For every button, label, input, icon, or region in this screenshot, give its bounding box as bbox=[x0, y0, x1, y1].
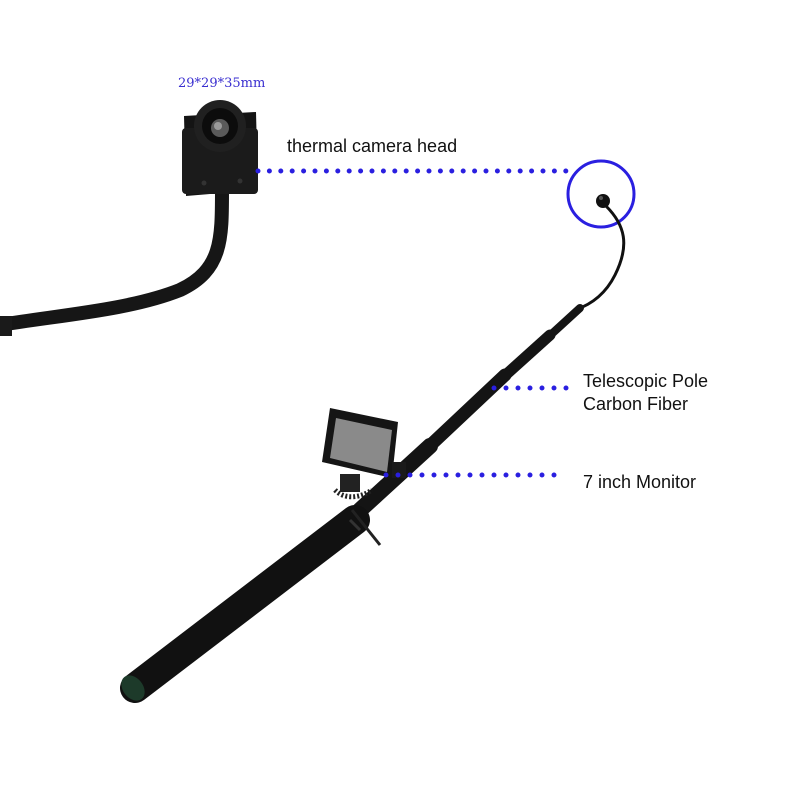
highlight-circle bbox=[566, 159, 636, 229]
callout-pole-line1: Telescopic Pole bbox=[583, 371, 709, 391]
camera-head-closeup bbox=[182, 100, 258, 196]
callout-camera-head: thermal camera head bbox=[287, 136, 458, 156]
small-camera-head bbox=[596, 194, 610, 208]
pole-cable bbox=[574, 204, 626, 312]
monitor-device bbox=[322, 408, 406, 546]
dimension-label: 29*29*35mm bbox=[178, 76, 266, 91]
callout-pole-line2: Carbon Fiber bbox=[583, 394, 689, 414]
telescopic-pole bbox=[120, 304, 584, 703]
pole-grip bbox=[120, 505, 370, 703]
callout-monitor: 7 inch Monitor bbox=[583, 472, 697, 492]
gooseneck-cable bbox=[0, 183, 229, 332]
cable-connector bbox=[0, 316, 12, 336]
